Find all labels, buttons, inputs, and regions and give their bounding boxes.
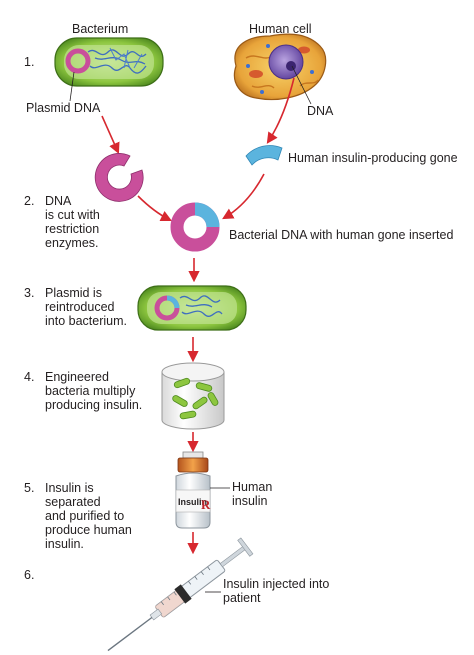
label-plasmid-dna: Plasmid DNA bbox=[26, 101, 101, 115]
insulin-vial: Insulin R bbox=[175, 451, 211, 529]
label-human-insulin: Human insulin bbox=[232, 480, 272, 508]
engineered-bacterium bbox=[137, 285, 247, 331]
step-3-line-2: reintroduced bbox=[45, 300, 115, 314]
step-2-line-2: is cut with bbox=[45, 208, 100, 222]
step-4-text: Engineered bacteria multiply producing i… bbox=[45, 370, 142, 412]
step-3-text: Plasmid is reintroduced into bacterium. bbox=[45, 286, 127, 328]
plasmid-dna-ring bbox=[65, 48, 91, 74]
step-2-line-4: enzymes. bbox=[45, 236, 99, 250]
header-human-cell: Human cell bbox=[249, 22, 312, 36]
step-5-line-3: and purified to bbox=[45, 509, 125, 523]
syringe bbox=[107, 537, 254, 652]
arrow-gene-to-recombinant bbox=[222, 173, 265, 220]
header-bacterium: Bacterium bbox=[72, 22, 129, 36]
vial-label-text: Insulin bbox=[178, 497, 207, 507]
step-3-number: 3. bbox=[24, 286, 35, 300]
arrow-bacterium-to-plasmid bbox=[101, 115, 120, 155]
step-2-line-1: DNA bbox=[45, 194, 72, 208]
step-5-number: 5. bbox=[24, 481, 35, 495]
step-2-number: 2. bbox=[24, 194, 35, 208]
step-2-text: DNA is cut with restriction enzymes. bbox=[45, 194, 100, 250]
insulin-gene-fragment bbox=[245, 145, 283, 166]
step-4-line-3: producing insulin. bbox=[45, 398, 143, 412]
step-4-line-1: Engineered bbox=[45, 370, 109, 384]
step-2-line-3: restriction bbox=[45, 222, 100, 236]
injected-line-2: patient bbox=[223, 591, 261, 605]
step-3-line-1: Plasmid is bbox=[45, 286, 102, 300]
injected-line-1: Insulin injected into bbox=[223, 577, 330, 591]
step-5-line-2: separated bbox=[45, 495, 101, 509]
recombinant-plasmid bbox=[170, 202, 220, 252]
step-5-line-1: Insulin is bbox=[45, 481, 94, 495]
arrow-cell-to-gene bbox=[266, 77, 295, 144]
step-6-number: 6. bbox=[24, 568, 35, 582]
human-insulin-line-1: Human bbox=[232, 480, 273, 494]
label-dna: DNA bbox=[307, 104, 334, 118]
step-1-number: 1. bbox=[24, 55, 35, 69]
arrow-plasmid-to-recombinant bbox=[137, 195, 173, 222]
label-injected: Insulin injected into patient bbox=[223, 577, 329, 605]
multiplying-bacteria bbox=[172, 377, 219, 420]
vial-rx-symbol: R bbox=[201, 497, 211, 512]
bacterium-illustration bbox=[54, 37, 164, 87]
human-cell-illustration bbox=[233, 33, 327, 101]
human-insulin-line-2: insulin bbox=[232, 494, 268, 508]
cut-plasmid-ring bbox=[94, 153, 144, 202]
step-5-line-5: insulin. bbox=[45, 537, 84, 551]
step-4-line-2: bacteria multiply bbox=[45, 384, 136, 398]
step-3-line-3: into bacterium. bbox=[45, 314, 127, 328]
step-4-number: 4. bbox=[24, 370, 35, 384]
label-inserted: Bacterial DNA with human gone inserted bbox=[229, 228, 454, 242]
dna-leader-line bbox=[291, 65, 312, 105]
step-5-text: Insulin is separated and purified to pro… bbox=[45, 481, 132, 551]
plasmid-leader-line bbox=[69, 71, 75, 102]
step-5-line-4: produce human bbox=[45, 523, 132, 537]
label-insulin-gene: Human insulin-producing gone bbox=[288, 151, 458, 165]
